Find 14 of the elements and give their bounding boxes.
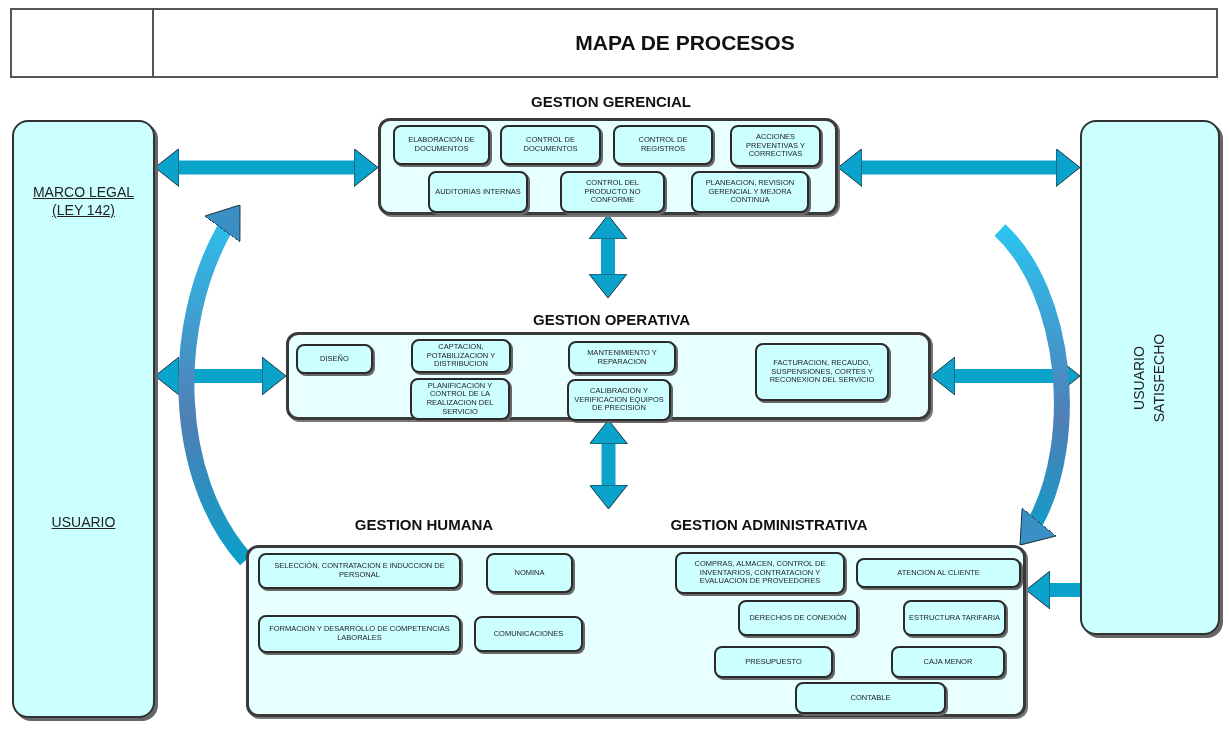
block-arrow — [837, 148, 1081, 187]
group-heading: GESTION ADMINISTRATIVA — [669, 515, 869, 535]
panel-label: MARCO LEGAL (LEY 142) — [31, 184, 136, 219]
panel-label: USUARIO SATISFECHO — [1130, 332, 1168, 424]
block-arrow — [588, 214, 628, 299]
group-heading: GESTION HUMANA — [353, 515, 495, 535]
stakeholder-panel — [1080, 120, 1220, 635]
stakeholder-panel — [12, 120, 155, 718]
panel-label: USUARIO — [50, 514, 117, 532]
group-heading: GESTION GERENCIAL — [530, 92, 692, 112]
block-arrow — [1025, 570, 1080, 610]
block-arrow — [930, 356, 1081, 396]
group-heading: GESTION OPERATIVA — [532, 310, 691, 330]
diagram-title: MAPA DE PROCESOS — [575, 30, 795, 57]
